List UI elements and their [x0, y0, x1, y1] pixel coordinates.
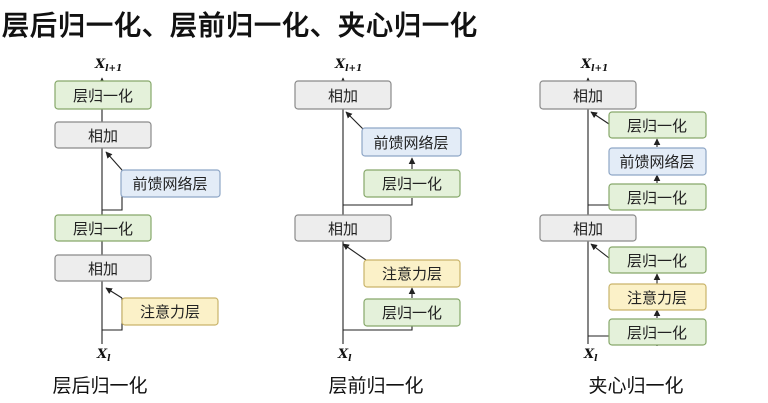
post-ln-norm-mid: [54, 214, 152, 242]
pre-ln-norm-top: [363, 169, 461, 198]
sandwich-ln-add-top: [539, 80, 637, 110]
sandwich-ln-norm-2-label: 层归一化: [627, 189, 687, 207]
pre-ln-diagram: 相加 前馈网络层 层归一化 相加 注意力层 层归一化 Xl+1 Xl 层前归一化: [294, 57, 462, 397]
sandwich-ln-norm-1-label: 层归一化: [627, 117, 687, 135]
sandwich-ln-norm-3-label: 层归一化: [627, 252, 687, 270]
pre-ln-ffn: [361, 127, 462, 157]
pre-ln-ffn-label: 前馈网络层: [373, 134, 448, 152]
sandwich-ln-input-label: Xl: [583, 347, 598, 364]
sandwich-ln-norm-1: [608, 111, 707, 139]
pre-ln-branch-ffn: [343, 198, 413, 206]
post-ln-attn-arrow: [105, 287, 123, 299]
sandwich-ln-add-bottom: [539, 214, 637, 242]
sandwich-ln-norm-2: [608, 183, 707, 211]
pre-ln-add-bottom: [294, 214, 392, 242]
post-ln-norm-top: [54, 80, 152, 110]
pre-ln-ffn-return: [345, 111, 365, 131]
post-ln-ffn: [120, 169, 221, 198]
pre-ln-add-top: [294, 80, 392, 110]
pre-ln-attn-return: [342, 243, 367, 261]
sandwich-ln-norm-4-label: 层归一化: [627, 324, 687, 342]
post-ln-diagram: 层归一化 相加 前馈网络层 层归一化 相加 注意力层 Xl+1 Xl 层后归一化: [52, 57, 221, 397]
sandwich-ln-add-top-label: 相加: [573, 87, 603, 105]
pre-ln-attn: [363, 259, 461, 288]
pre-ln-norm-top-label: 层归一化: [382, 175, 442, 193]
post-ln-residual-attn: [102, 298, 123, 331]
sandwich-ln-ffn-return: [590, 111, 610, 125]
post-ln-input-label: Xl: [96, 347, 111, 364]
pre-ln-branch-attn: [343, 326, 413, 331]
sandwich-ln-add-bottom-label: 相加: [573, 220, 603, 238]
post-ln-output-label: Xl+1: [94, 57, 122, 74]
post-ln-add-top: [54, 121, 152, 149]
pre-ln-add-bottom-label: 相加: [328, 220, 358, 238]
sandwich-ln-attn-label: 注意力层: [627, 289, 687, 307]
sandwich-ln-ffn: [608, 147, 707, 176]
post-ln-attn: [121, 297, 219, 326]
pre-ln-output-label: Xl+1: [334, 57, 362, 74]
sandwich-ln-attn-return: [590, 243, 610, 259]
post-ln-norm-mid-label: 层归一化: [73, 220, 133, 238]
post-ln-add-bottom-label: 相加: [88, 260, 118, 278]
post-ln-attn-label: 注意力层: [140, 303, 200, 321]
sandwich-ln-attn: [608, 283, 707, 311]
post-ln-caption: 层后归一化: [52, 375, 147, 397]
pre-ln-caption: 层前归一化: [328, 375, 423, 397]
pre-ln-attn-label: 注意力层: [382, 265, 442, 283]
post-ln-residual-ffn: [102, 170, 123, 211]
post-ln-add-top-label: 相加: [88, 127, 118, 145]
post-ln-add-bottom: [54, 254, 152, 282]
sandwich-ln-norm-3: [608, 246, 707, 274]
pre-ln-norm-bottom-label: 层归一化: [382, 304, 442, 322]
sandwich-ln-ffn-label: 前馈网络层: [619, 153, 694, 171]
sandwich-ln-norm-4: [608, 318, 707, 346]
sandwich-ln-diagram: 相加 层归一化 前馈网络层 层归一化 相加 层归一化 注意力层 层归一化 Xl+…: [539, 57, 707, 397]
pre-ln-norm-bottom: [363, 298, 461, 327]
pre-ln-input-label: Xl: [337, 347, 352, 364]
pre-ln-add-top-label: 相加: [328, 87, 358, 105]
post-ln-ffn-arrow: [105, 151, 123, 171]
page-title: 层后归一化、层前归一化、夹心归一化: [2, 11, 478, 42]
post-ln-norm-top-label: 层归一化: [73, 87, 133, 105]
sandwich-ln-caption: 夹心归一化: [588, 375, 683, 397]
sandwich-ln-output-label: Xl+1: [580, 57, 608, 74]
post-ln-ffn-label: 前馈网络层: [132, 175, 207, 193]
